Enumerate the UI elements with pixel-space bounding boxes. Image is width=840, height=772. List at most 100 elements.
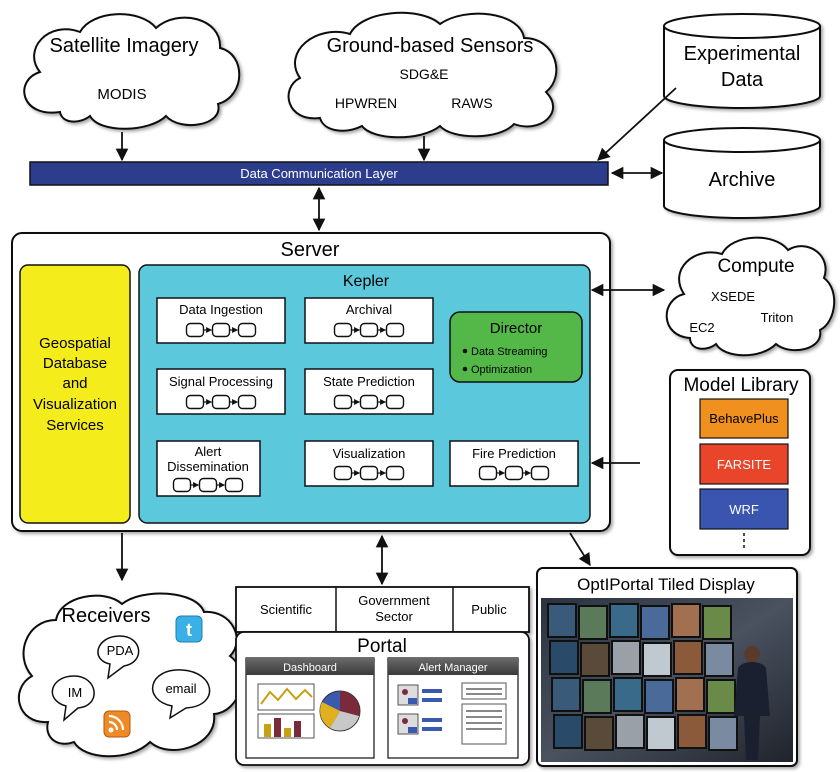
- audience-government-2: Sector: [375, 609, 413, 624]
- display-tile: [580, 642, 610, 677]
- receivers-title: Receivers: [62, 605, 151, 627]
- actor-node: [237, 394, 257, 410]
- ground-item-sdge: SDG&E: [399, 66, 448, 82]
- display-tile: [702, 605, 732, 640]
- geospatial-db-box: [19, 264, 131, 524]
- receiver-im: IM: [68, 685, 82, 700]
- actor-node: [385, 394, 405, 410]
- workflow-label: Data Ingestion: [179, 302, 263, 317]
- workflow-label: State Prediction: [323, 374, 415, 389]
- display-tile: [609, 603, 639, 638]
- model-library-title: Model Library: [683, 375, 799, 396]
- geo-line-1: Geospatial: [39, 335, 111, 352]
- actor-node: [172, 477, 192, 493]
- tiled-display-photo: [541, 598, 793, 762]
- display-tile: [611, 640, 641, 675]
- data-communication-layer-label: Data Communication Layer: [240, 166, 398, 181]
- compute-item-xsede: XSEDE: [711, 289, 755, 304]
- actor-node: [198, 477, 218, 493]
- workflow-actor-chain: [172, 477, 244, 493]
- experimental-data-title-1: Experimental: [684, 43, 801, 65]
- audience-scientific: Scientific: [260, 602, 313, 617]
- document-list-icon: [461, 682, 507, 745]
- display-tile: [613, 677, 643, 712]
- workflow-label: Archival: [346, 302, 392, 317]
- actor-node: [385, 465, 405, 481]
- display-tile: [671, 603, 701, 638]
- actor-node: [185, 394, 205, 410]
- director-item-2: Optimization: [471, 364, 532, 376]
- actor-node: [185, 322, 205, 338]
- workflow-label-1: Alert: [195, 444, 222, 459]
- actor-node: [211, 394, 231, 410]
- display-tile: [675, 677, 705, 712]
- model-behaveplus: [699, 398, 789, 439]
- actor-node: [385, 322, 405, 338]
- ground-sensors-title: Ground-based Sensors: [327, 35, 534, 57]
- geo-line-5: Services: [46, 417, 104, 434]
- alert-manager-panel: Alert Manager: [387, 657, 519, 759]
- experimental-data-cylinder: [663, 13, 821, 109]
- kepler-title: Kepler: [343, 273, 390, 290]
- director-box: [449, 311, 583, 383]
- alert-item-icon: [397, 713, 442, 735]
- server-title: Server: [281, 239, 340, 261]
- display-tile: [706, 679, 736, 714]
- display-tiles: [547, 603, 738, 751]
- bubble-im: [51, 675, 95, 722]
- svg-text:t: t: [186, 620, 192, 640]
- ground-item-raws: RAWS: [451, 95, 492, 111]
- display-tile: [584, 716, 614, 751]
- workflow-alert-dissemination: Alert Dissemination: [156, 440, 261, 497]
- satellite-item-modis: MODIS: [97, 86, 146, 103]
- actor-node: [224, 477, 244, 493]
- display-tile: [551, 677, 581, 712]
- receiver-email: email: [165, 681, 196, 696]
- bullet-icon: [462, 366, 468, 372]
- actor-node: [211, 322, 231, 338]
- optiportal-title: OptIPortal Tiled Display: [577, 575, 755, 594]
- actor-node: [333, 322, 353, 338]
- display-tile: [578, 605, 608, 640]
- portal-title: Portal: [357, 636, 407, 657]
- pie-chart-icon: [319, 690, 361, 732]
- person-silhouette: [734, 646, 770, 760]
- geospatial-db-label: Geospatial Database and Visualization Se…: [33, 335, 117, 434]
- alert-item-icon: [397, 684, 442, 706]
- dashboard-title: Dashboard: [283, 662, 337, 674]
- model-behaveplus-label: BehavePlus: [709, 411, 779, 426]
- receiver-pda: PDA: [107, 643, 134, 658]
- display-tile: [708, 716, 738, 751]
- dashboard-panel: Dashboard: [245, 657, 375, 759]
- rss-icon: [103, 710, 131, 738]
- arrow-server-to-optiportal: [569, 532, 591, 567]
- display-tile: [640, 605, 670, 640]
- actor-node: [333, 465, 353, 481]
- archive-title: Archive: [709, 169, 776, 191]
- display-tile: [673, 640, 703, 675]
- satellite-imagery-cloud: [23, 13, 241, 130]
- audience-government-1: Government: [358, 593, 430, 608]
- geo-line-3: and: [62, 375, 87, 392]
- actor-node: [530, 465, 550, 481]
- workflow-actor-chain: [333, 465, 405, 481]
- compute-item-ec2: EC2: [689, 320, 714, 335]
- geo-line-2: Database: [43, 355, 107, 372]
- director-item-1: Data Streaming: [471, 346, 547, 358]
- actor-node: [359, 322, 379, 338]
- model-farsite: [699, 443, 789, 485]
- archive-cylinder: [663, 127, 821, 219]
- data-communication-layer: [29, 161, 609, 186]
- actor-node: [333, 394, 353, 410]
- workflow-signal-processing: Signal Processing: [156, 368, 286, 415]
- satellite-imagery-title: Satellite Imagery: [50, 35, 199, 57]
- workflow-archival: Archival: [304, 297, 434, 344]
- workflow-label: Visualization: [333, 446, 406, 461]
- display-tile: [582, 679, 612, 714]
- model-wrf-label: WRF: [729, 502, 759, 517]
- model-farsite-label: FARSITE: [717, 457, 772, 472]
- bar-chart-icon: [257, 713, 315, 739]
- actor-node: [359, 465, 379, 481]
- display-tile: [549, 640, 579, 675]
